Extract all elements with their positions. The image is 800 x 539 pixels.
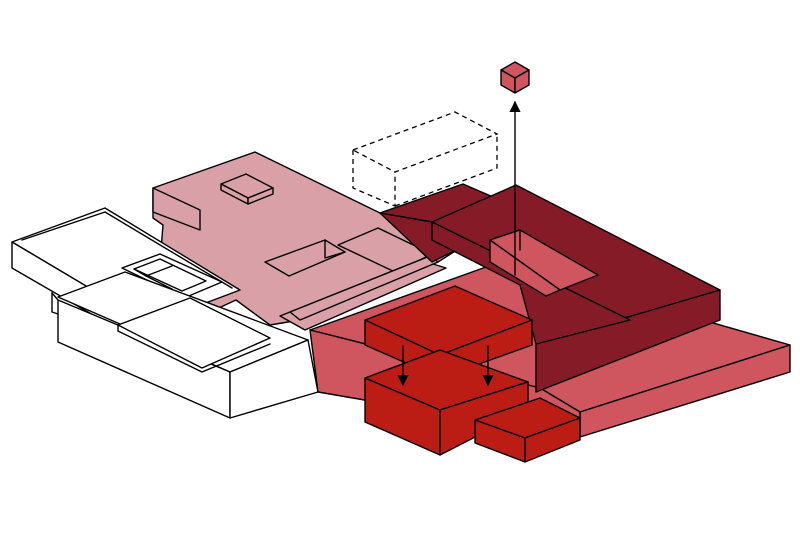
maroon-void-wall bbox=[489, 239, 561, 297]
maroon-main-volume bbox=[379, 183, 721, 393]
white-lower-ledge bbox=[117, 297, 271, 369]
cube-right bbox=[514, 69, 530, 94]
white-existing-building bbox=[11, 207, 319, 419]
removed-volume-dashed bbox=[351, 111, 499, 207]
white-courtyard-inner bbox=[133, 258, 207, 292]
pink-step-3 bbox=[289, 255, 439, 321]
pink-terrace bbox=[152, 151, 461, 331]
extracted-cube bbox=[500, 61, 530, 94]
pink-terrace-side bbox=[152, 187, 201, 231]
maroon-front bbox=[535, 289, 721, 393]
red-small-right bbox=[524, 417, 581, 463]
pink-chimney-right bbox=[247, 187, 274, 205]
